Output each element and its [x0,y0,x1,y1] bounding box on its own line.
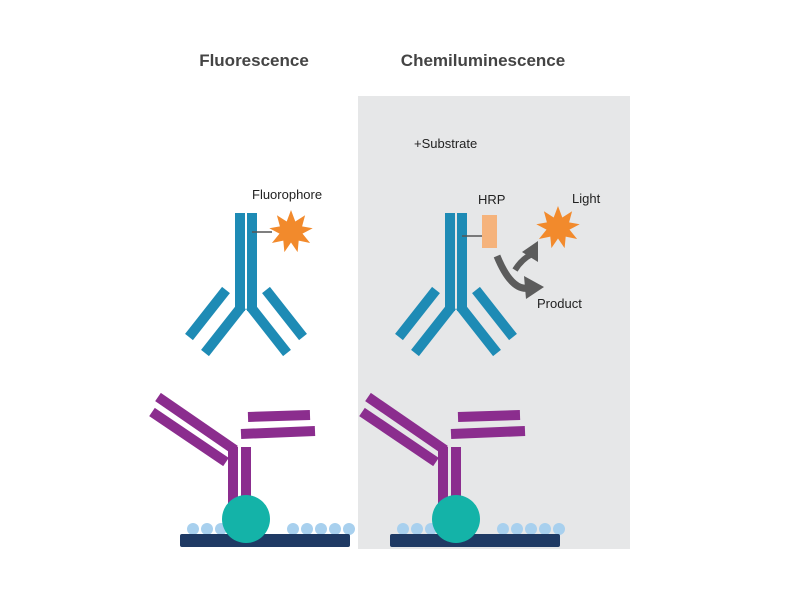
chemiluminescence-panel-background [358,96,630,549]
fluorophore-starburst-icon [269,210,313,253]
fluorescence-panel: Fluorophore [152,187,355,547]
hrp-label: HRP [478,192,505,207]
chemiluminescence-heading: Chemiluminescence [401,51,565,70]
antigen-right [432,495,480,543]
substrate-label: +Substrate [414,136,477,151]
curved-double-arrow-icon [493,241,544,299]
product-label: Product [537,296,582,311]
fluorophore-label: Fluorophore [252,187,322,202]
fluorescence-heading: Fluorescence [199,51,309,70]
primary-antibody-left [152,397,315,512]
antigen-left [222,495,270,543]
hrp-tag [482,215,497,248]
light-label: Light [572,191,601,206]
chemiluminescence-panel: +Substrate HRP Light Product [362,136,601,547]
